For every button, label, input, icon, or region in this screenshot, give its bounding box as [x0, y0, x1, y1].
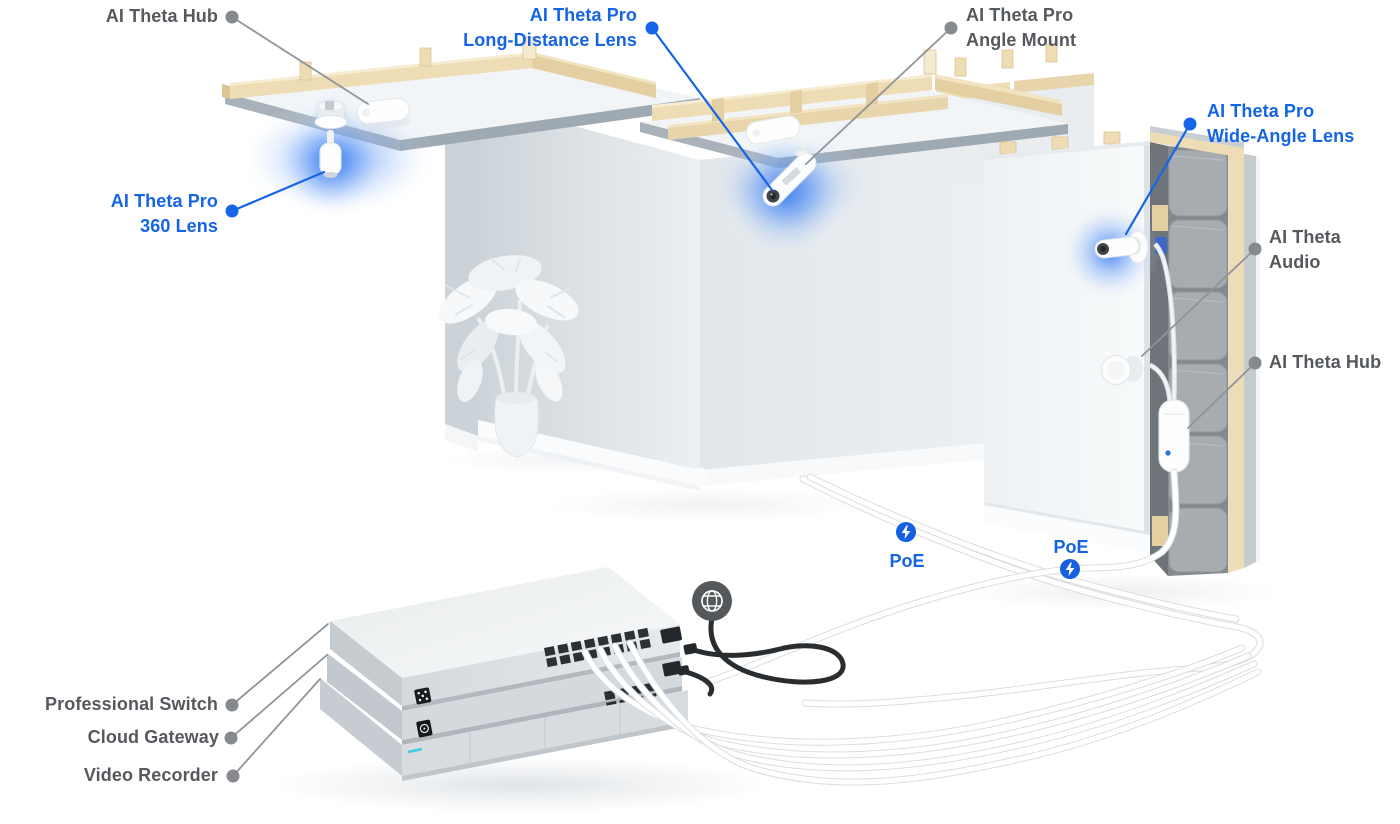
callout-professional-switch: Professional Switch [45, 692, 218, 717]
callout-line: AI Theta Hub [1269, 352, 1382, 372]
leader-lens-wide-angle [1124, 117, 1197, 236]
internet-cable [677, 615, 846, 697]
callout-video-recorder: Video Recorder [84, 763, 218, 788]
callout-hub-wall: AI Theta Hub [1269, 350, 1381, 375]
video-recorder-unit [320, 678, 688, 781]
callout-line: Angle Mount [966, 30, 1077, 50]
callout-line: AI Theta Hub [105, 6, 218, 26]
poe-badge-wall [1060, 559, 1080, 579]
callout-line: Wide-Angle Lens [1207, 126, 1355, 146]
leader-angle-mount [805, 21, 958, 165]
callout-line: Professional Switch [45, 694, 218, 714]
callout-audio: AI Theta Audio [1269, 225, 1341, 275]
poe-badge-center [896, 522, 916, 542]
camera-360-lens [319, 130, 342, 178]
callout-line: Video Recorder [83, 765, 218, 785]
callout-lens-wide-angle: AI Theta Pro Wide-Angle Lens [1207, 99, 1354, 149]
callout-line: AI Theta Pro [529, 5, 637, 25]
internet-globe-icon [692, 581, 732, 621]
audio-speaker-device [1100, 354, 1143, 386]
network-rack-stack [320, 567, 688, 781]
floor-shadows [270, 446, 1280, 813]
poe-label-wall: PoE [1053, 537, 1089, 557]
leader-hub-ceiling [225, 10, 369, 105]
callout-lens-360: AI Theta Pro 360 Lens [111, 189, 218, 239]
callout-angle-mount: AI Theta Pro Angle Mount [966, 3, 1076, 53]
callout-line: AI Theta Pro [966, 5, 1074, 25]
callout-line: Audio [1269, 252, 1321, 272]
plant [438, 255, 579, 458]
wall-hub-device [1158, 399, 1190, 473]
leader-professional-switch [225, 623, 329, 712]
callout-lines [224, 10, 1262, 783]
leader-hub-wall [1187, 356, 1262, 429]
leader-lens-360 [225, 170, 326, 218]
callout-lens-long-distance: AI Theta Pro Long-Distance Lens [463, 3, 637, 53]
ethernet-patch-cables [581, 639, 1262, 786]
long-distance-lens-camera [762, 149, 817, 207]
ceiling-hub-device [356, 97, 412, 130]
ethernet-cables-floor [704, 468, 1264, 708]
leader-lens-long-distance [645, 21, 774, 192]
professional-switch-unit [330, 567, 683, 711]
callout-line: Cloud Gateway [87, 727, 219, 747]
callout-line: AI Theta Pro [1207, 101, 1315, 121]
callout-line: 360 Lens [140, 216, 218, 236]
leader-cloud-gateway [224, 654, 328, 745]
callout-line: AI Theta Pro [110, 191, 218, 211]
lightning-icon [1065, 562, 1075, 576]
recessed-mount [314, 100, 348, 129]
leader-video-recorder [226, 678, 321, 783]
leader-audio [1141, 242, 1262, 357]
poe-label-center: PoE [889, 551, 925, 571]
wide-angle-lens-camera [1094, 230, 1149, 264]
callout-cloud-gateway: Cloud Gateway [88, 725, 219, 750]
callout-line: Long-Distance Lens [463, 30, 637, 50]
wall-assembly-right [984, 126, 1260, 576]
callout-line: AI Theta [1269, 227, 1341, 247]
lightning-icon [901, 525, 911, 539]
callout-hub-ceiling: AI Theta Hub [106, 4, 218, 29]
